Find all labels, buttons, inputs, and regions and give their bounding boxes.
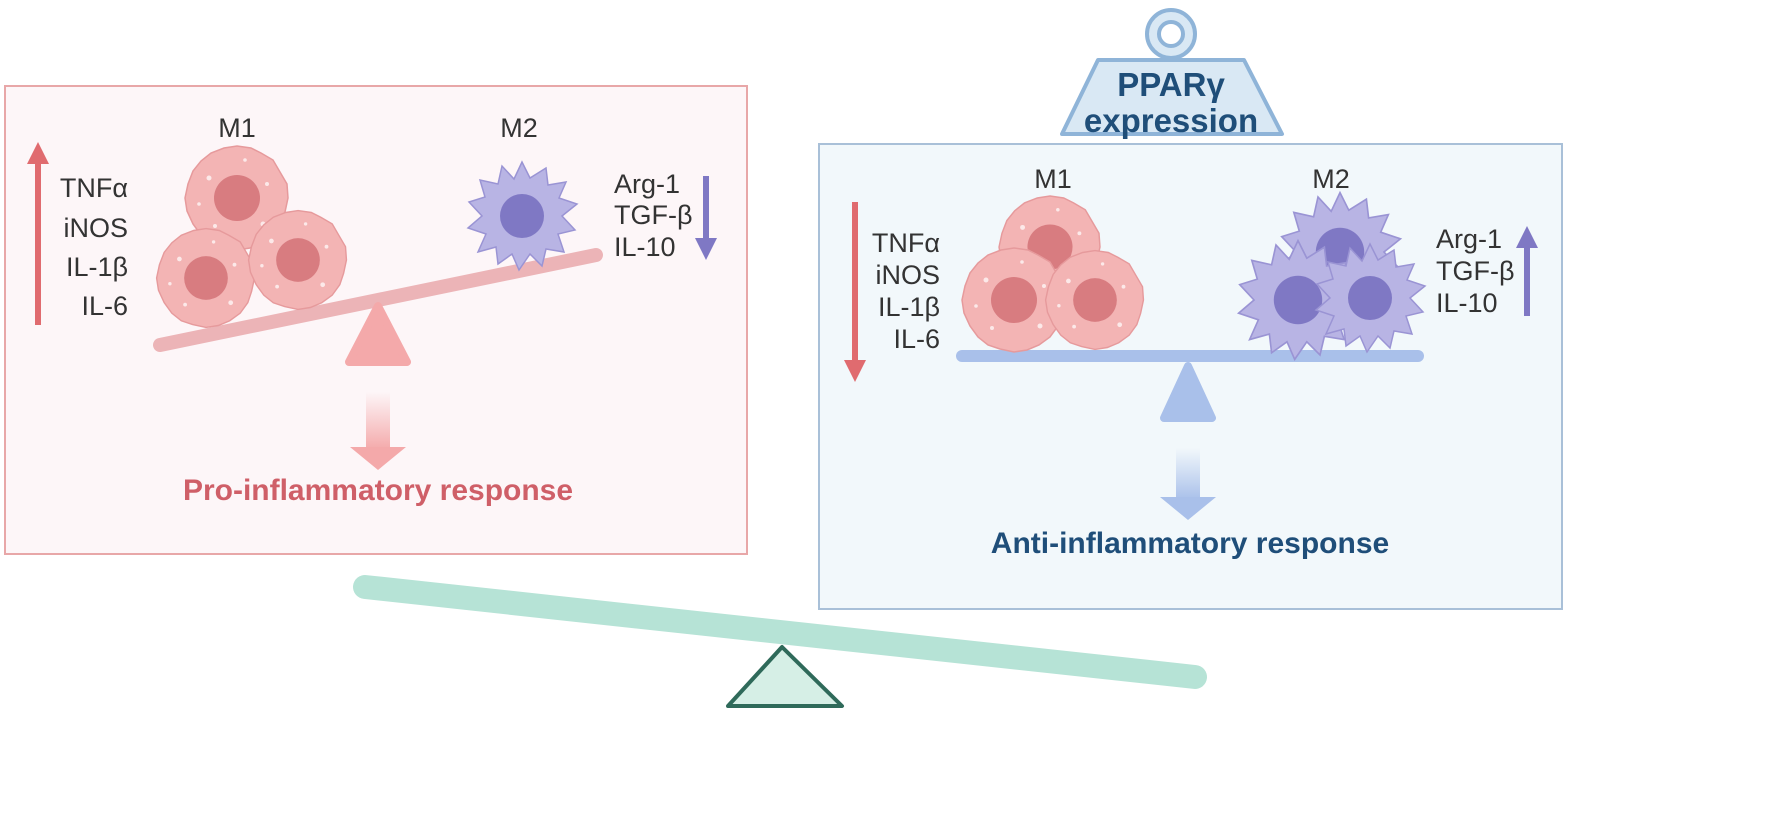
left-anti-markers: Arg-1 TGF-β IL-10: [614, 169, 693, 262]
right-pro-marker: iNOS: [875, 260, 940, 290]
weight-label-line1: PPARγ: [1117, 66, 1225, 103]
left-up-arrow: [27, 142, 49, 325]
left-pro-marker: TNFα: [60, 173, 128, 203]
right-pro-markers: TNFα iNOS IL-1β IL-6: [872, 228, 940, 354]
weight-ring-inner: [1157, 20, 1185, 48]
right-m2-label: M2: [1312, 164, 1350, 194]
pro-inflammatory-response-label: Pro-inflammatory response: [183, 474, 573, 507]
left-down-arrow: [695, 176, 717, 260]
right-pro-marker: TNFα: [872, 228, 940, 258]
left-pro-marker: IL-6: [81, 291, 128, 321]
left-pro-marker: IL-1β: [66, 252, 128, 282]
right-response-arrow: [1160, 448, 1216, 520]
m1-macrophage-icon: [1044, 249, 1145, 351]
left-seesaw-fulcrum: [345, 302, 411, 366]
right-down-arrow: [844, 202, 866, 382]
anti-inflammatory-response-label: Anti-inflammatory response: [991, 527, 1389, 560]
weight-body: [1060, 58, 1284, 136]
m1-macrophage-icon: [247, 209, 348, 311]
left-seesaw-beam: [153, 248, 603, 352]
right-anti-marker: IL-10: [1436, 288, 1498, 318]
right-anti-markers: Arg-1 TGF-β IL-10: [1436, 224, 1515, 318]
weight-label-line2: expression: [1084, 102, 1258, 139]
m1-macrophage-icon: [155, 227, 256, 329]
left-m1-label: M1: [218, 113, 256, 143]
left-m2-label: M2: [500, 113, 538, 143]
right-up-arrow: [1516, 226, 1538, 316]
left-pro-markers: TNFα iNOS IL-1β IL-6: [60, 173, 128, 321]
right-m1-label: M1: [1034, 164, 1072, 194]
right-seesaw-fulcrum: [1160, 362, 1216, 422]
left-pro-marker: iNOS: [63, 213, 128, 243]
left-anti-marker: Arg-1: [614, 169, 680, 199]
main-seesaw-fulcrum: [726, 645, 844, 708]
left-anti-marker: IL-10: [614, 232, 676, 262]
right-anti-marker: Arg-1: [1436, 224, 1502, 254]
right-pro-marker: IL-6: [893, 324, 940, 354]
right-pro-marker: IL-1β: [878, 292, 940, 322]
right-anti-marker: TGF-β: [1436, 256, 1515, 286]
left-anti-marker: TGF-β: [614, 200, 693, 230]
left-response-arrow: [350, 392, 406, 470]
main-seesaw-beam: [353, 575, 1207, 689]
ppar-weight: PPARγ expression: [1060, 8, 1284, 139]
